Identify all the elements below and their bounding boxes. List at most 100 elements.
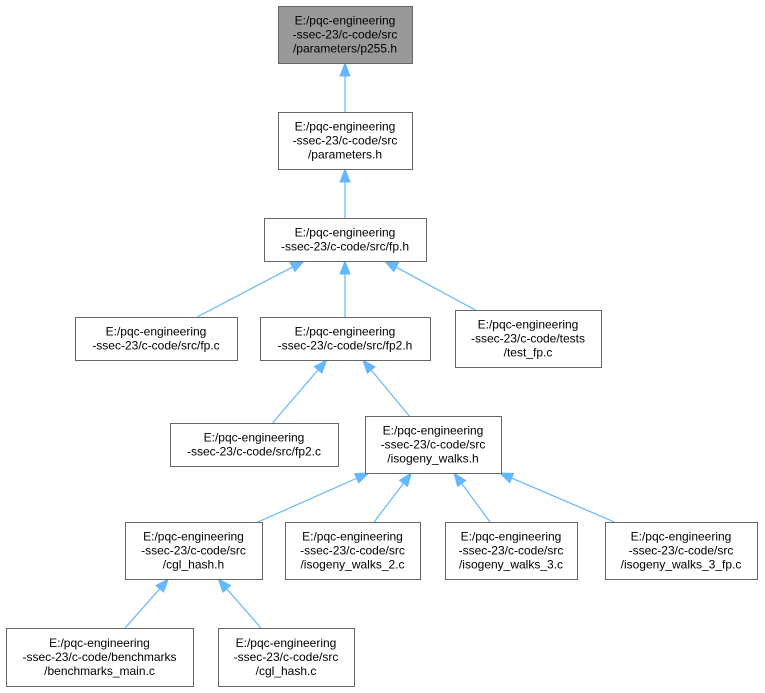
- node-label-line: /cgl_hash.h: [163, 558, 224, 572]
- node-label-line: E:/pqc-engineering: [461, 530, 562, 544]
- arrowhead-icon: [339, 259, 351, 275]
- node-label-line: E:/pqc-engineering: [295, 325, 396, 339]
- node-cgl-hash-c[interactable]: E:/pqc-engineering-ssec-23/c-code/src/cg…: [218, 628, 355, 687]
- node-isogeny-walks-3-fp-c[interactable]: E:/pqc-engineering-ssec-23/c-code/src/is…: [605, 522, 758, 580]
- node-box: [285, 522, 421, 580]
- node-label-line: /isogeny_walks_3_fp.c: [621, 558, 742, 572]
- edge-line: [226, 588, 262, 629]
- edge-line: [124, 588, 161, 629]
- node-label-line: -ssec-23/c-code/benchmarks: [22, 650, 176, 664]
- edge-parameters-h-to-p255-h: [339, 61, 351, 112]
- edge-fp2-h-to-fp-h: [339, 259, 351, 317]
- edge-fp2-c-to-fp2-h: [272, 358, 328, 424]
- edge-isogeny-walks-2-c-to-isogeny-walks-h: [373, 471, 413, 523]
- node-label-line: -ssec-23/c-code/src/fp2.c: [187, 445, 321, 459]
- node-label-line: E:/pqc-engineering: [295, 14, 396, 28]
- node-label-line: E:/pqc-engineering: [295, 226, 396, 240]
- edge-isogeny-walks-h-to-fp2-h: [361, 358, 410, 417]
- edge-line: [461, 483, 491, 523]
- node-label-line: -ssec-23/c-code/src/fp2.h: [278, 339, 413, 353]
- node-label-line: /cgl_hash.c: [256, 664, 317, 678]
- node-fp-c[interactable]: E:/pqc-engineering-ssec-23/c-code/src/fp…: [75, 317, 238, 361]
- arrowhead-icon: [383, 260, 400, 273]
- edge-line: [373, 482, 404, 523]
- edge-line: [257, 477, 357, 523]
- node-label-line: E:/pqc-engineering: [204, 431, 305, 445]
- node-label-line: /isogeny_walks_2.c: [300, 558, 404, 572]
- arrowhead-icon: [289, 260, 306, 273]
- node-label-line: E:/pqc-engineering: [49, 636, 150, 650]
- node-box: [455, 310, 602, 368]
- node-box: [6, 628, 194, 687]
- node-label-line: /isogeny_walks.h: [387, 452, 478, 466]
- node-label-line: E:/pqc-engineering: [383, 424, 484, 438]
- edge-isogeny-walks-3-fp-c-to-isogeny-walks-h: [498, 472, 615, 523]
- node-label-line: -ssec-23/c-code/src: [629, 544, 734, 558]
- node-box: [218, 628, 355, 687]
- edge-benchmarks-main-c-to-cgl-hash-h: [124, 577, 170, 629]
- arrowhead-icon: [339, 61, 351, 77]
- edge-line: [196, 266, 293, 318]
- edge-fp-h-to-parameters-h: [339, 167, 351, 218]
- edges-layer: [124, 61, 615, 629]
- arrowhead-icon: [453, 471, 467, 488]
- node-label-line: -ssec-23/c-code/src: [381, 438, 486, 452]
- node-label-line: -ssec-23/c-code/src/fp.c: [92, 339, 219, 353]
- edge-line: [370, 369, 410, 417]
- node-isogeny-walks-2-c[interactable]: E:/pqc-engineering-ssec-23/c-code/src/is…: [285, 522, 421, 580]
- edge-cgl-hash-c-to-cgl-hash-h: [217, 577, 262, 629]
- node-label-line: E:/pqc-engineering: [143, 530, 244, 544]
- edge-isogeny-walks-3-c-to-isogeny-walks-h: [453, 471, 491, 523]
- node-label-line: -ssec-23/c-code/src: [459, 544, 564, 558]
- edge-line: [511, 477, 615, 523]
- node-box: [264, 218, 427, 262]
- node-benchmarks-main-c[interactable]: E:/pqc-engineering-ssec-23/c-code/benchm…: [6, 628, 194, 687]
- node-p255-h[interactable]: E:/pqc-engineering-ssec-23/c-code/src/pa…: [278, 6, 413, 64]
- node-box: [278, 112, 413, 170]
- node-label-line: /parameters/p255.h: [293, 42, 397, 56]
- node-label-line: /parameters.h: [308, 148, 382, 162]
- node-label-line: -ssec-23/c-code/src: [293, 134, 398, 148]
- node-label-line: /test_fp.c: [504, 346, 553, 360]
- node-label-line: -ssec-23/c-code/src: [293, 28, 398, 42]
- node-label-line: E:/pqc-engineering: [106, 325, 207, 339]
- arrowhead-icon: [155, 577, 170, 593]
- node-box: [445, 522, 578, 580]
- node-fp2-h[interactable]: E:/pqc-engineering-ssec-23/c-code/src/fp…: [260, 317, 431, 361]
- node-label-line: E:/pqc-engineering: [302, 530, 403, 544]
- node-label-line: -ssec-23/c-code/tests: [471, 332, 585, 346]
- node-isogeny-walks-3-c[interactable]: E:/pqc-engineering-ssec-23/c-code/src/is…: [445, 522, 578, 580]
- edge-cgl-hash-h-to-isogeny-walks-h: [257, 472, 370, 523]
- node-box: [75, 317, 238, 361]
- node-label-line: -ssec-23/c-code/src: [234, 650, 339, 664]
- node-label-line: -ssec-23/c-code/src/fp.h: [281, 240, 409, 254]
- node-fp2-c[interactable]: E:/pqc-engineering-ssec-23/c-code/src/fp…: [170, 423, 339, 467]
- arrowhead-icon: [339, 167, 351, 183]
- edge-fp-c-to-fp-h: [196, 260, 306, 318]
- node-box: [125, 522, 263, 580]
- arrowhead-icon: [217, 577, 232, 593]
- nodes-layer: E:/pqc-engineering-ssec-23/c-code/src/pa…: [6, 6, 758, 687]
- node-label-line: E:/pqc-engineering: [295, 120, 396, 134]
- node-parameters-h[interactable]: E:/pqc-engineering-ssec-23/c-code/src/pa…: [278, 112, 413, 170]
- node-label-line: E:/pqc-engineering: [478, 318, 579, 332]
- node-test-fp-c[interactable]: E:/pqc-engineering-ssec-23/c-code/tests/…: [455, 310, 602, 368]
- arrowhead-icon: [498, 472, 515, 484]
- edge-line: [395, 266, 476, 311]
- arrowhead-icon: [398, 471, 413, 488]
- node-label-line: E:/pqc-engineering: [631, 530, 732, 544]
- node-box: [170, 423, 339, 467]
- node-label-line: /isogeny_walks_3.c: [459, 558, 563, 572]
- node-box: [605, 522, 758, 580]
- node-label-line: -ssec-23/c-code/src: [300, 544, 405, 558]
- node-label-line: -ssec-23/c-code/src: [141, 544, 246, 558]
- node-fp-h[interactable]: E:/pqc-engineering-ssec-23/c-code/src/fp…: [264, 218, 427, 262]
- arrowhead-icon: [353, 472, 370, 484]
- node-box: [365, 416, 502, 474]
- node-box: [278, 6, 413, 64]
- arrowhead-icon: [313, 358, 328, 374]
- node-label-line: E:/pqc-engineering: [236, 636, 337, 650]
- node-isogeny-walks-h[interactable]: E:/pqc-engineering-ssec-23/c-code/src/is…: [365, 416, 502, 474]
- node-cgl-hash-h[interactable]: E:/pqc-engineering-ssec-23/c-code/src/cg…: [125, 522, 263, 580]
